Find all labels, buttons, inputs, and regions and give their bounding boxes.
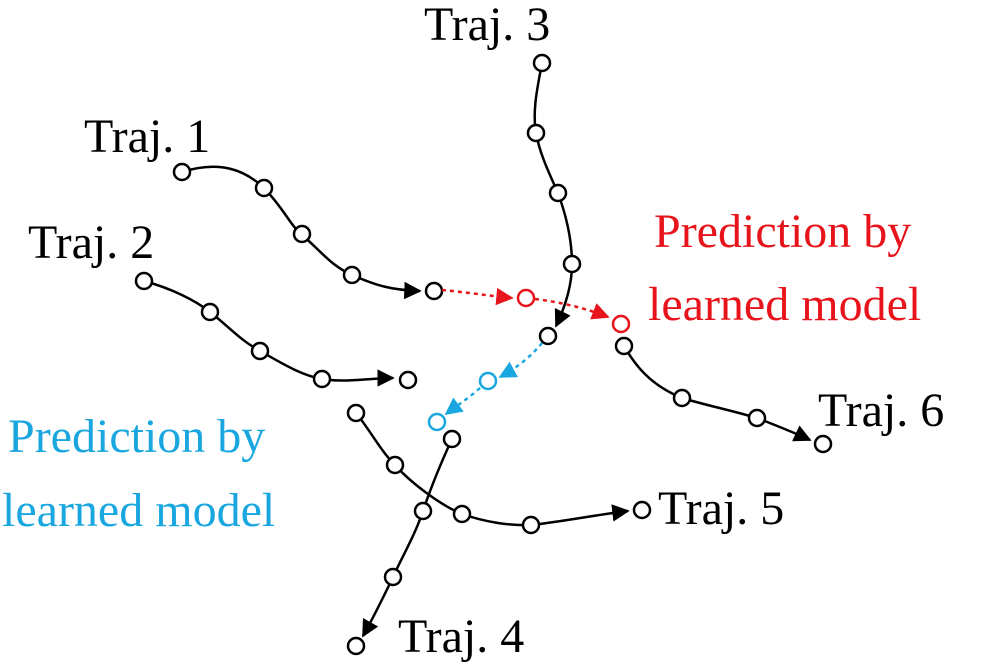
trajectory-5-point	[346, 403, 366, 423]
red-prediction-point	[516, 288, 536, 308]
trajectory-1-point	[292, 224, 312, 244]
trajectory-4-path	[361, 438, 454, 638]
trajectory-4	[346, 429, 462, 656]
blue-prediction-label-line2: learned model	[2, 484, 275, 537]
trajectory-4-point	[413, 501, 433, 521]
trajectory-2	[134, 271, 418, 390]
blue-prediction-label-line1: Prediction by	[8, 410, 265, 463]
red-prediction-segment	[534, 297, 610, 320]
red-prediction	[441, 287, 631, 334]
traj-1-label: Traj. 1	[84, 110, 210, 163]
trajectory-2-point	[250, 341, 270, 361]
trajectory-4-point	[346, 636, 366, 656]
trajectory-5-point	[452, 504, 472, 524]
trajectory-4-point	[442, 429, 462, 449]
red-prediction-label-line1: Prediction by	[654, 205, 911, 258]
trajectory-1-point	[172, 162, 192, 182]
trajectory-5-point	[521, 515, 541, 535]
trajectory-3-point	[562, 254, 582, 274]
traj-3-label: Traj. 3	[424, 0, 550, 51]
red-prediction-point	[611, 314, 631, 334]
trajectory-2-path	[143, 279, 395, 387]
trajectory-1-point	[424, 281, 444, 301]
traj-4-label: Traj. 4	[398, 610, 524, 663]
red-prediction-segment	[441, 287, 514, 306]
trajectory-3-point	[526, 123, 546, 143]
trajectory-4-point	[383, 567, 403, 587]
trajectory-2-point	[398, 370, 418, 390]
trajectory-6-point	[672, 388, 692, 408]
trajectory-1-point	[342, 265, 362, 285]
red-prediction-label-line2: learned model	[648, 278, 921, 331]
trajectory-6-point	[614, 336, 634, 356]
trajectory-1	[172, 162, 444, 301]
trajectory-3	[526, 53, 582, 346]
trajectory-3-point	[548, 183, 568, 203]
trajectory-5	[346, 403, 652, 535]
trajectory-6	[614, 336, 833, 454]
blue-prediction-point	[478, 371, 498, 391]
trajectory-6-point	[747, 408, 767, 428]
trajectory-3-point	[538, 326, 558, 346]
traj-5-label: Traj. 5	[658, 482, 784, 535]
traj-2-label: Traj. 2	[28, 216, 154, 269]
trajectory-2-point	[200, 302, 220, 322]
trajectory-1-point	[254, 178, 274, 198]
trajectory-5-point	[385, 455, 405, 475]
traj-6-label: Traj. 6	[818, 384, 944, 437]
blue-prediction-point	[427, 412, 447, 432]
trajectory-5-point	[632, 500, 652, 520]
blue-prediction-segment	[444, 387, 481, 416]
blue-prediction	[427, 342, 543, 432]
trajectory-6-point	[813, 434, 833, 454]
trajectory-2-point	[312, 369, 332, 389]
blue-prediction-segment	[498, 342, 543, 379]
trajectory-3-point	[532, 53, 552, 73]
trajectory-2-point	[134, 271, 154, 291]
trajectory-6-path	[622, 345, 812, 442]
